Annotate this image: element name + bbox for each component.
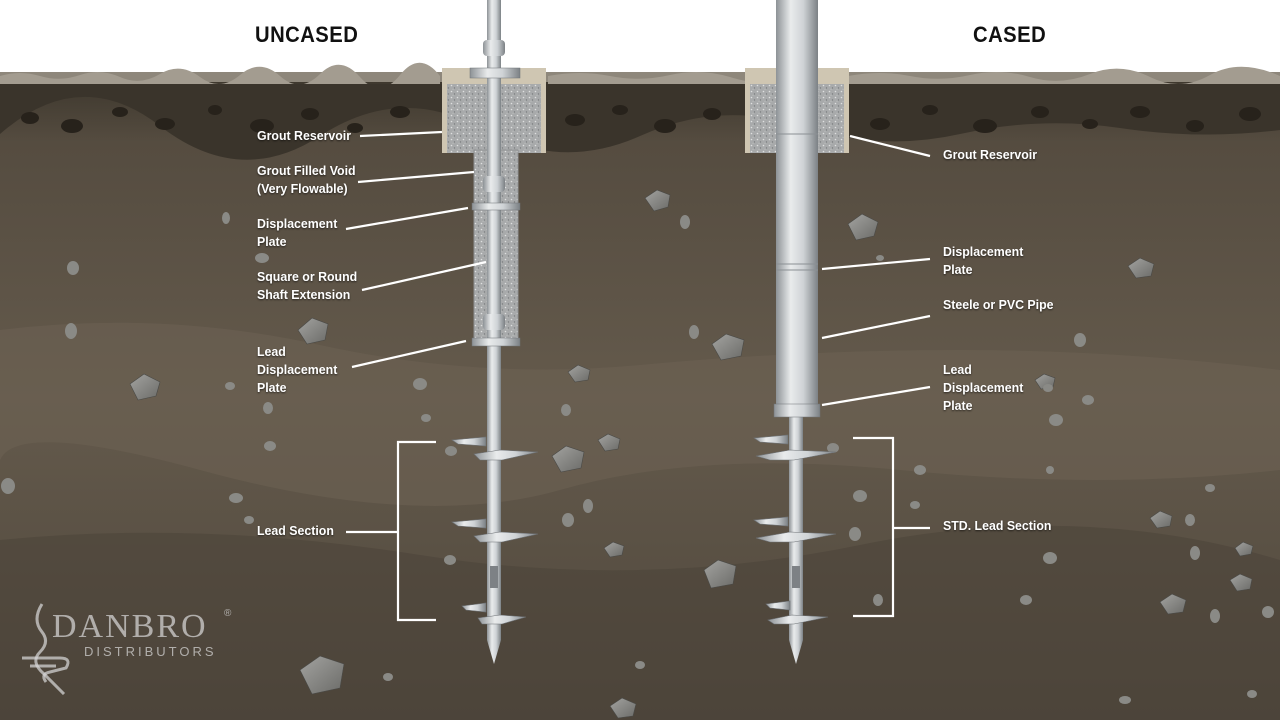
label-line: Grout Filled Void	[257, 163, 356, 178]
uncased-pile	[442, 0, 546, 664]
cased-lead-plate-label: Lead Displacement Plate	[943, 361, 1023, 415]
label-line: Lead Section	[257, 523, 334, 538]
label-line: Displacement	[257, 362, 338, 377]
uncased-lead-section-label: Lead Section	[257, 522, 334, 540]
uncased-lead-plate-label: Lead Displacement Plate	[257, 343, 337, 397]
logo-subtitle: DISTRIBUTORS	[84, 644, 217, 659]
label-line: Lead	[943, 362, 972, 377]
uncased-grout-reservoir-label: Grout Reservoir	[257, 127, 351, 145]
cased-pile	[745, 0, 849, 664]
uncased-displacement-plate-label: Displacement Plate	[257, 215, 337, 251]
cased-lead-section-label: STD. Lead Section	[943, 517, 1051, 535]
cased-pipe-label: Steele or PVC Pipe	[943, 296, 1054, 314]
uncased-grout-void-label: Grout Filled Void (Very Flowable)	[257, 162, 356, 198]
label-line: Plate	[257, 234, 287, 249]
uncased-heading: UNCASED	[255, 22, 359, 47]
label-line: Plate	[943, 262, 973, 277]
label-line: Grout Reservoir	[257, 128, 352, 143]
label-line: STD. Lead Section	[943, 518, 1052, 533]
cased-heading: CASED	[973, 22, 1047, 47]
label-line: (Very Flowable)	[257, 181, 348, 196]
cased-grout-reservoir-label: Grout Reservoir	[943, 146, 1037, 164]
label-line: Lead	[257, 344, 286, 359]
label-line: Grout Reservoir	[943, 147, 1038, 162]
cased-pipe	[776, 0, 818, 406]
logo-registered-mark: ®	[224, 608, 232, 619]
label-line: Square or Round	[257, 269, 358, 284]
label-line: Displacement	[943, 380, 1024, 395]
danbro-logo: DANBRO ® DISTRIBUTORS	[20, 600, 240, 695]
uncased-shaft-extension-label: Square or Round Shaft Extension	[257, 268, 357, 304]
logo-name: DANBRO	[52, 608, 208, 645]
ground-surface	[0, 72, 1280, 82]
label-line: Plate	[943, 398, 973, 413]
label-line: Shaft Extension	[257, 287, 351, 302]
label-line: Displacement	[257, 216, 338, 231]
label-line: Plate	[257, 380, 287, 395]
logo-emblem-icon	[22, 603, 70, 695]
cased-displacement-plate-label: Displacement Plate	[943, 243, 1023, 279]
label-line: Steele or PVC Pipe	[943, 297, 1054, 312]
leader-lines	[345, 130, 931, 622]
label-line: Displacement	[943, 244, 1024, 259]
cased-lead-shaft	[789, 400, 803, 640]
